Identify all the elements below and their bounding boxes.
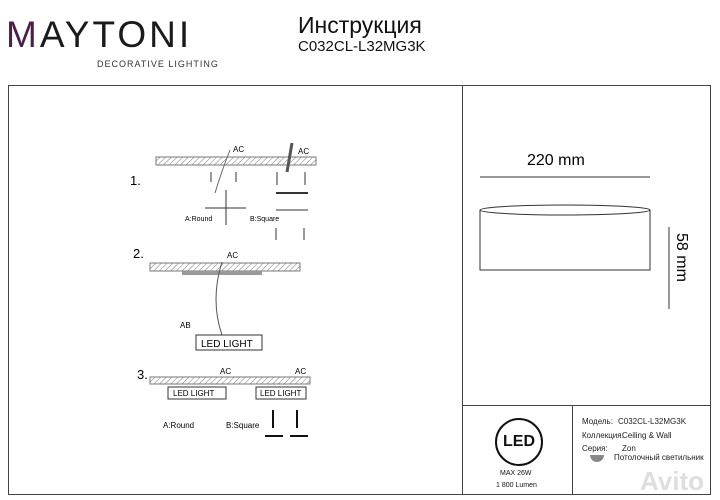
square-label: B:Square <box>226 421 260 430</box>
divider <box>462 405 711 406</box>
diagram-part <box>167 386 227 400</box>
diagram-part <box>215 261 223 336</box>
diagram-part: AC <box>295 367 306 376</box>
ac-label: AC <box>227 251 238 260</box>
diagram-part <box>479 209 651 271</box>
step-number: 3. <box>137 367 148 382</box>
diagram-part: AC <box>220 367 231 376</box>
brand-tagline: DECORATIVE LIGHTING <box>97 59 219 69</box>
power-spec: MAX 26W <box>500 470 532 477</box>
ab-label: AB <box>180 321 191 330</box>
round-label: A:Round <box>163 421 194 430</box>
step-number: 2. <box>133 246 144 261</box>
ac-label: AC <box>298 147 309 156</box>
led-light-box: LED LIGHT <box>201 339 253 350</box>
lumen-spec: 1 800 Lumen <box>496 482 537 489</box>
diagram-part <box>205 172 308 240</box>
series-value: Zon <box>622 444 636 453</box>
led-badge: LED <box>495 418 543 466</box>
divider <box>572 405 573 495</box>
diagram-part <box>195 334 263 351</box>
model-code: C032CL-L32MG3K <box>298 38 426 55</box>
diagram-part: LED LIGHT <box>260 389 301 398</box>
diagram-part <box>149 262 301 272</box>
watermark: Avito <box>640 466 705 496</box>
diagram-part <box>182 271 262 275</box>
collection-label: Коллекция: <box>582 431 624 440</box>
diagram-part <box>214 149 231 194</box>
installation-diagram: 1. AC AC A:Round B:Square 2. AC AB LED L… <box>130 142 317 437</box>
model-label: Модель: <box>582 417 613 426</box>
square-label: B:Square <box>250 216 279 223</box>
diagram-part <box>479 204 651 216</box>
ceiling-lamp-icon <box>590 455 604 462</box>
model-value: C032CL-L32MG3K <box>618 417 687 426</box>
instruction-frame <box>8 85 711 495</box>
round-label: A:Round <box>185 216 212 223</box>
brand-logo: MAYTONI <box>6 14 193 55</box>
diagram-part <box>255 386 307 400</box>
divider <box>462 85 463 495</box>
diagram-part: LED LIGHT <box>173 389 214 398</box>
dimension-drawing: 220 mm 58 mm <box>479 152 690 309</box>
diagram-part <box>149 376 311 385</box>
type-value: Потолочный светильник <box>614 453 704 462</box>
ac-label: AC <box>233 145 244 154</box>
document-title: Инструкция <box>298 12 422 38</box>
step-number: 1. <box>130 173 141 188</box>
width-dimension: 220 mm <box>527 152 585 169</box>
ceiling <box>155 156 317 166</box>
series-label: Серия: <box>582 444 608 453</box>
diagram-part <box>265 410 308 437</box>
height-dimension: 58 mm <box>673 233 690 282</box>
collection-value: Ceiling & Wall <box>622 431 672 440</box>
diagram-part <box>285 142 294 173</box>
